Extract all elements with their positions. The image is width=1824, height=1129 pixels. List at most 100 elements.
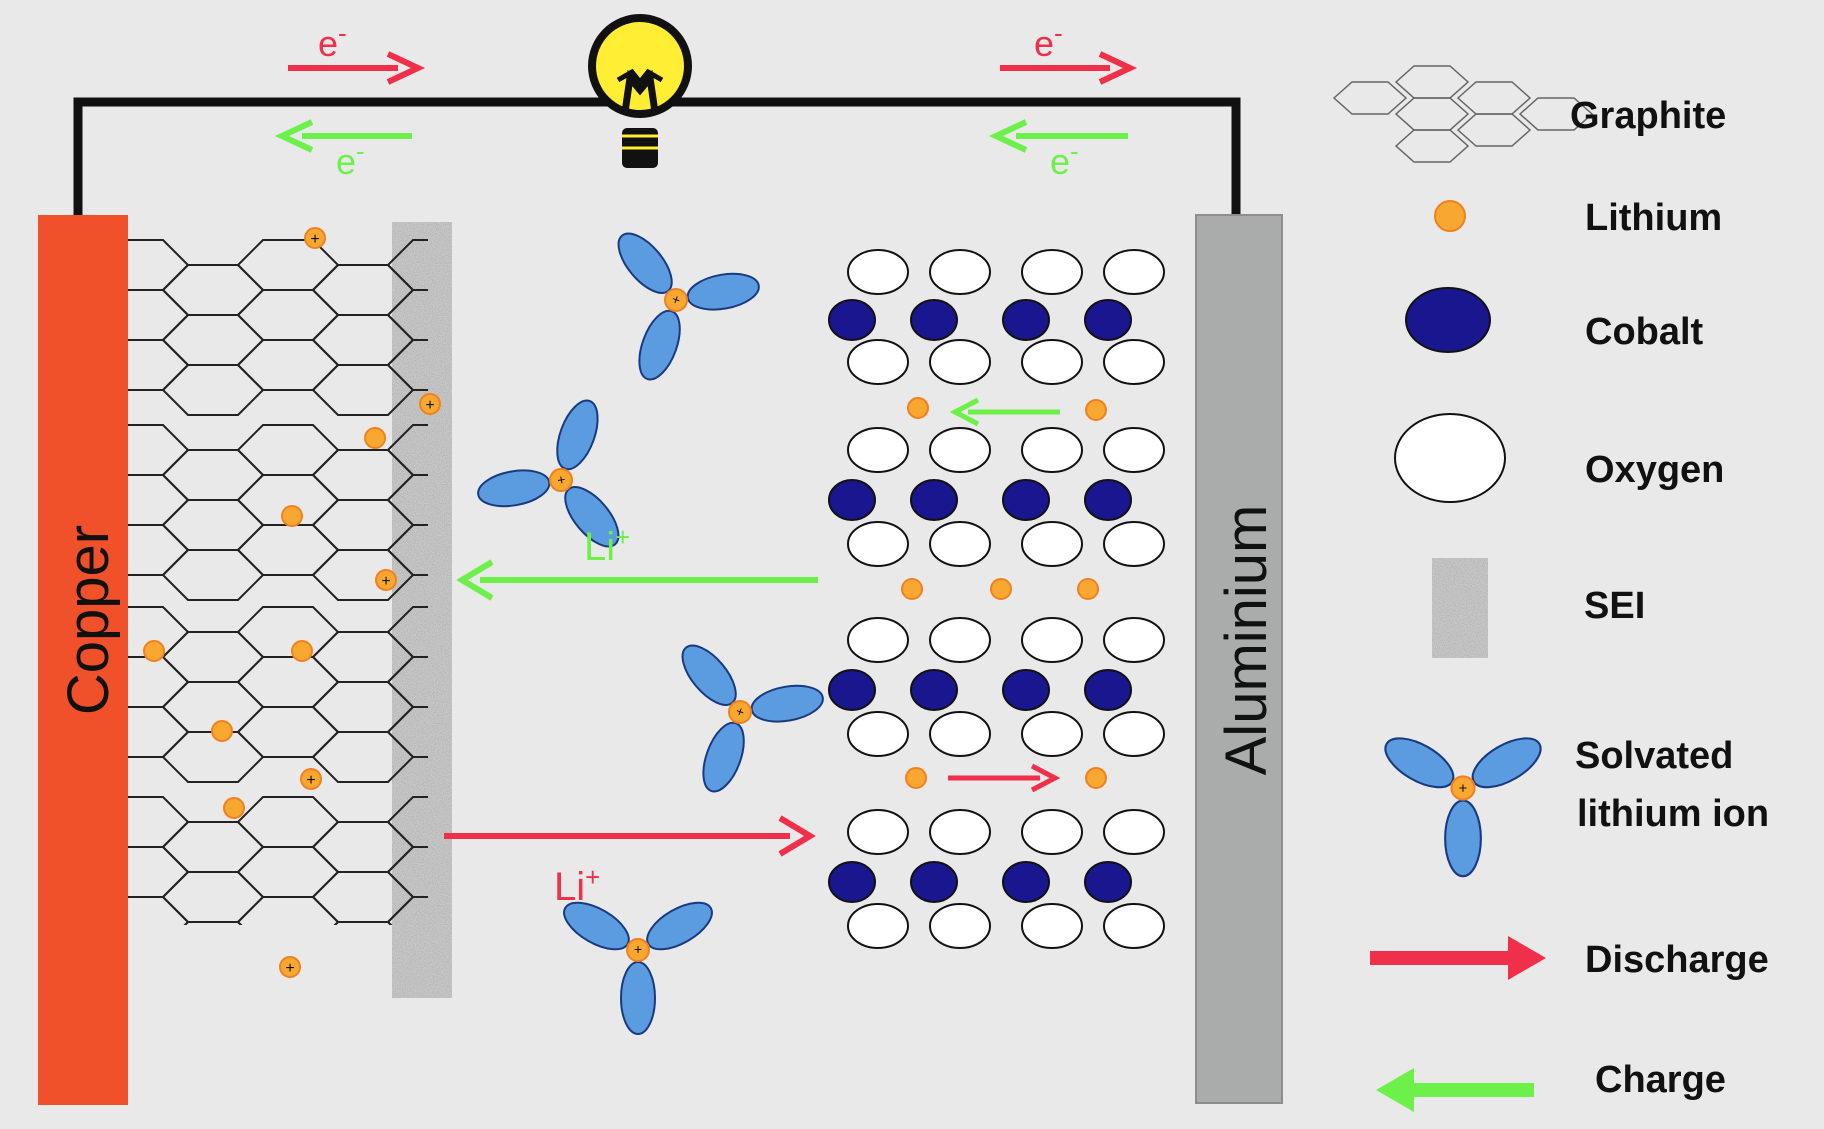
cobalt-atom (1084, 861, 1132, 903)
li-ion-discharge-arrow (444, 815, 816, 857)
lithium-atom (223, 797, 245, 819)
graphite-hexagon (386, 524, 428, 576)
graphite-sheet (128, 796, 428, 925)
graphite-hexagon (236, 424, 340, 476)
solvated-lithium-ion: + (617, 232, 760, 381)
aluminium-electrode (1195, 214, 1283, 1104)
lithium-atom (281, 505, 303, 527)
graphite-hexagon (161, 449, 265, 501)
electron-discharge-label-left: e- (318, 18, 347, 64)
oxygen-atom (1021, 249, 1083, 295)
oxygen-atom (847, 903, 909, 949)
lithium-icon (1434, 200, 1466, 232)
graphite-hexagon (386, 706, 428, 758)
oxygen-atom (1103, 617, 1165, 663)
oxygen-atom (929, 427, 991, 473)
solvent-lobe (638, 309, 681, 381)
copper-electrode (38, 215, 128, 1105)
graphite-hexagon (161, 549, 265, 601)
graphite-hexagon (386, 339, 428, 391)
aluminium-label: Aluminium (1214, 505, 1279, 776)
lithium-atom (905, 767, 927, 789)
lithium-atom (211, 720, 233, 742)
oxygen-atom (929, 903, 991, 949)
solvent-lobe (750, 684, 824, 723)
solvated-lithium-ion-icon: + (1384, 737, 1542, 878)
solvent-lobe (477, 469, 551, 508)
cobalt-atom (1002, 299, 1050, 341)
oxygen-atom (1021, 711, 1083, 757)
solvated-lithium-ion: + (477, 399, 620, 548)
svg-text:+: + (381, 573, 390, 590)
oxygen-atom (1021, 809, 1083, 855)
graphite-hexagon (161, 364, 265, 416)
legend-graphite-label: Graphite (1570, 95, 1726, 137)
graphite-hexagon (183, 921, 243, 925)
lithium-atom (1077, 578, 1099, 600)
electron-discharge-arrow-right (1000, 51, 1138, 85)
lithium-cobalt-oxide-cathode (828, 249, 1165, 949)
lithium-atom (901, 578, 923, 600)
cobalt-atom (1084, 299, 1132, 341)
solvent-lobe (1471, 737, 1542, 789)
oxygen-atom (847, 617, 909, 663)
solvated-lithium-ion: + (681, 644, 824, 793)
graphite-hexagon (236, 846, 340, 898)
lithium-ion: + (279, 956, 301, 978)
electron-charge-arrow-left (274, 119, 412, 153)
cobalt-atom (1002, 479, 1050, 521)
graphite-hexagon (161, 731, 265, 783)
sei-icon (1432, 558, 1488, 658)
svg-text:+: + (634, 942, 642, 958)
cobalt-atom (910, 479, 958, 521)
oxygen-atom (847, 427, 909, 473)
electron-charge-label-right: e- (1050, 136, 1079, 182)
lithium-atom (907, 397, 929, 419)
graphite-anode (128, 239, 428, 925)
discharge-arrow-icon (1370, 936, 1546, 980)
graphite-icon (1332, 65, 1594, 163)
solvated-lithium-ion: + (563, 901, 713, 1035)
oxygen-atom (1021, 617, 1083, 663)
graphite-hexagon (161, 631, 265, 683)
lithium-atom (291, 640, 313, 662)
lithium-ion: + (375, 569, 397, 591)
oxygen-atom (1021, 427, 1083, 473)
cobalt-atom (1084, 479, 1132, 521)
legend-lithium-label: Lithium (1585, 197, 1722, 239)
oxygen-atom (1103, 711, 1165, 757)
graphite-hexagon (236, 606, 340, 658)
graphite-hexagon (236, 524, 340, 576)
graphite-hexagon (333, 921, 393, 925)
oxygen-atom (1103, 809, 1165, 855)
graphite-hexagon (236, 706, 340, 758)
lithium-atom (990, 578, 1012, 600)
solvent-lobe (1444, 799, 1482, 878)
oxygen-icon (1394, 413, 1506, 503)
graphite-hexagon (161, 264, 265, 316)
graphite-sheet (128, 239, 428, 416)
svg-text:+: + (425, 397, 434, 414)
graphite-hexagon (161, 871, 265, 923)
cobalt-atom (1002, 861, 1050, 903)
legend: Graphite Lithium Cobalt Oxygen SEI + Sol… (1332, 65, 1769, 1112)
oxygen-atom (847, 809, 909, 855)
li-ion-charge-arrow (456, 559, 818, 601)
electron-discharge-arrow-left (288, 51, 426, 85)
electron-charge-label-left: e- (336, 136, 365, 182)
oxygen-atom (929, 809, 991, 855)
oxygen-atom (929, 249, 991, 295)
cobalt-atom (828, 299, 876, 341)
cobalt-atom (1084, 669, 1132, 711)
lithium-ion: + (300, 768, 322, 790)
cobalt-atom (828, 861, 876, 903)
graphite-hexagon (236, 796, 340, 848)
graphite-hexagon (161, 821, 265, 873)
lithium-atom (143, 640, 165, 662)
graphite-hexagon (236, 896, 340, 925)
lithium-ion: + (304, 227, 326, 249)
legend-discharge-label: Discharge (1585, 939, 1769, 981)
oxygen-atom (1103, 903, 1165, 949)
cobalt-atom (1002, 669, 1050, 711)
graphite-hexagon (236, 239, 340, 291)
